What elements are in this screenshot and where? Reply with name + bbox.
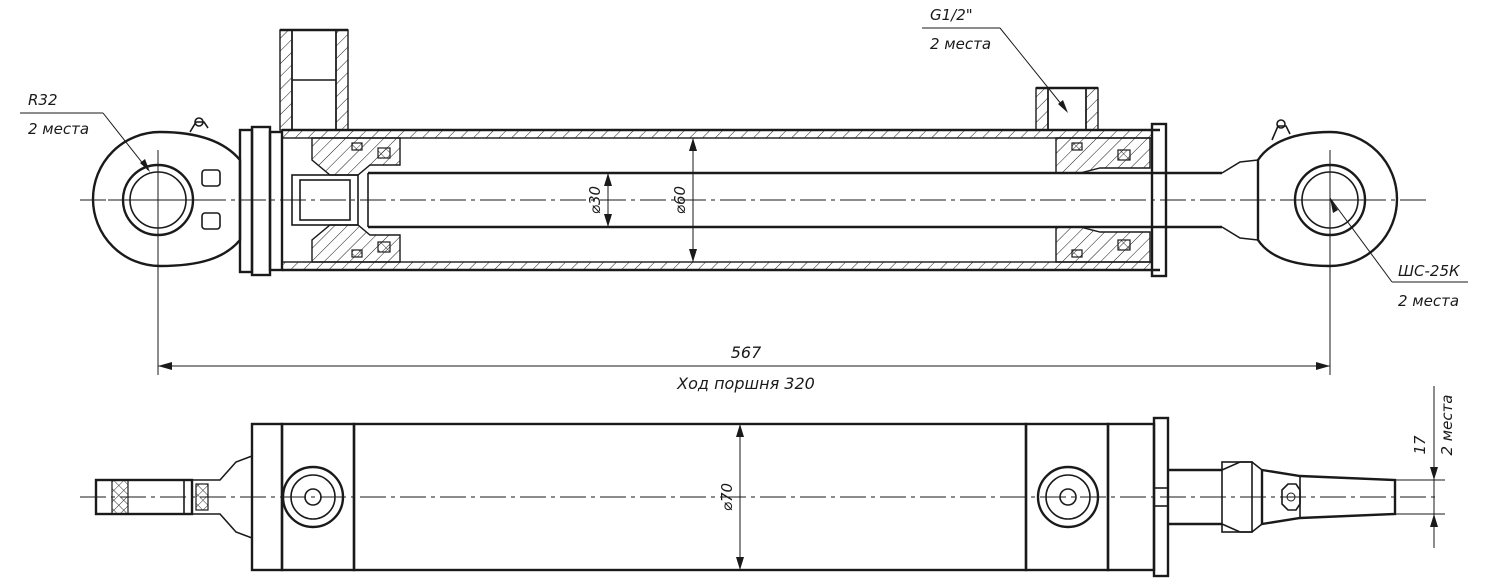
barrel-tube	[281, 128, 1160, 272]
left-rod-eye	[91, 117, 242, 268]
eye-radius-leader	[20, 112, 150, 172]
right-rod-outer	[1168, 461, 1397, 533]
port-thread-leader	[922, 27, 1068, 113]
bore-diameter-label: ⌀60	[671, 186, 689, 214]
outer-diameter-dimension	[736, 424, 744, 570]
bearing-leader	[1329, 197, 1468, 283]
eye-radius-label: R32	[28, 91, 58, 109]
right-rod-eye	[1256, 119, 1399, 268]
stroke-label: Ход поршня 320	[676, 374, 815, 393]
piston	[291, 137, 401, 263]
slot-qty-label: 2 места	[1438, 394, 1456, 455]
port-qty-label: 2 места	[930, 35, 991, 53]
port-fitting-left	[279, 28, 349, 131]
rod-gland	[1055, 122, 1168, 278]
overall-length-label: 567	[731, 343, 762, 362]
bearing-qty-label: 2 места	[1398, 292, 1459, 310]
bore-diameter-dimension	[689, 138, 697, 262]
eye-radius-qty-label: 2 места	[28, 120, 89, 138]
bearing-label: ШС-25К	[1398, 262, 1461, 280]
rod-diameter-dimension	[604, 173, 612, 227]
rod-diameter-label: ⌀30	[586, 186, 604, 214]
slot-width-label: 17	[1411, 435, 1429, 455]
cylinder-body	[250, 416, 1170, 578]
outer-view: ⌀70 17 2 места	[80, 386, 1456, 578]
head-cap-left	[238, 125, 284, 277]
port-fitting-right	[1035, 86, 1099, 131]
left-clevis	[94, 455, 253, 539]
port-left-outer	[281, 465, 345, 529]
port-thread-label: G1/2"	[930, 6, 973, 24]
slot-width-dimension	[1395, 386, 1445, 548]
port-right-outer	[1036, 465, 1100, 529]
outer-diameter-label: ⌀70	[718, 483, 736, 511]
overall-length-dimension	[157, 235, 1331, 375]
section-view: ⌀30 ⌀60 R32 2 места G1/2" 2 места	[20, 6, 1468, 393]
